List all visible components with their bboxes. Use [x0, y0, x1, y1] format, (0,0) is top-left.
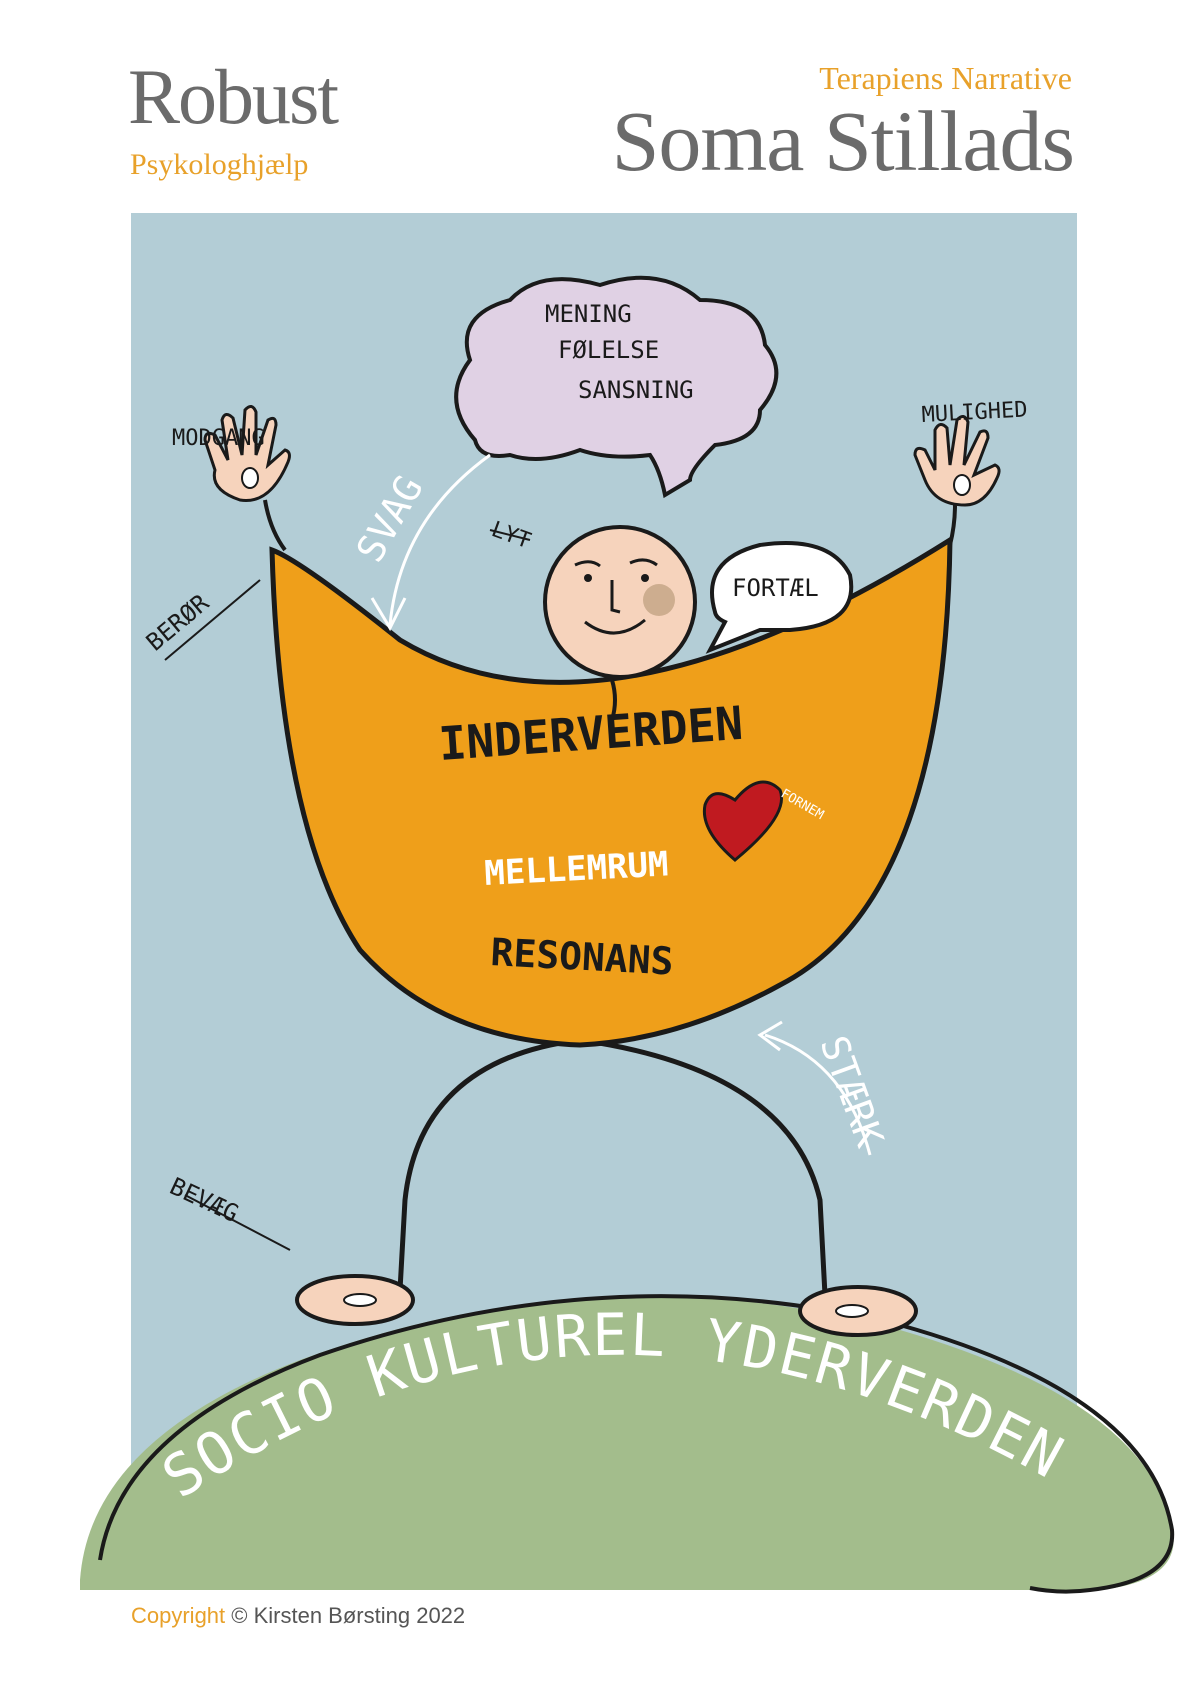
speech-text: FORTÆL: [732, 574, 819, 602]
head: [543, 525, 697, 679]
thought-line-1: MENING: [545, 300, 632, 328]
staerk-arrow: [757, 1020, 872, 1156]
copyright-footer: Copyright © Kirsten Børsting 2022: [131, 1605, 465, 1627]
mulighed-label: MULIGHED: [921, 397, 1028, 428]
heart-icon: [702, 780, 783, 862]
neck: [610, 679, 617, 721]
copyright-word: Copyright: [131, 1603, 226, 1628]
modgang-label: MODGANG: [172, 426, 265, 451]
copyright-holder: © Kirsten Børsting 2022: [231, 1603, 466, 1628]
document-title: Soma Stillads: [611, 93, 1075, 189]
brand-subtitle: Psykologhjælp: [130, 148, 309, 181]
left-leg: [397, 1037, 581, 1291]
mellemrum-text: MELLEMRUM: [483, 844, 669, 894]
svag-arrow: [370, 453, 491, 632]
speech-bubble: FORTÆL: [705, 541, 854, 654]
right-hand: [913, 415, 1001, 546]
resonans-text: RESONANS: [490, 930, 675, 984]
right-leg: [579, 1037, 828, 1296]
document-kicker: Terapiens Narrative: [819, 60, 1072, 96]
thought-line-2: FØLELSE: [558, 336, 659, 364]
brand-title: Robust: [128, 53, 339, 140]
thought-line-3: SANSNING: [578, 376, 694, 404]
left-hand: [203, 405, 291, 552]
thought-bubble: MENING FØLELSE SANSNING: [454, 275, 779, 499]
body-cape: [269, 535, 953, 1048]
